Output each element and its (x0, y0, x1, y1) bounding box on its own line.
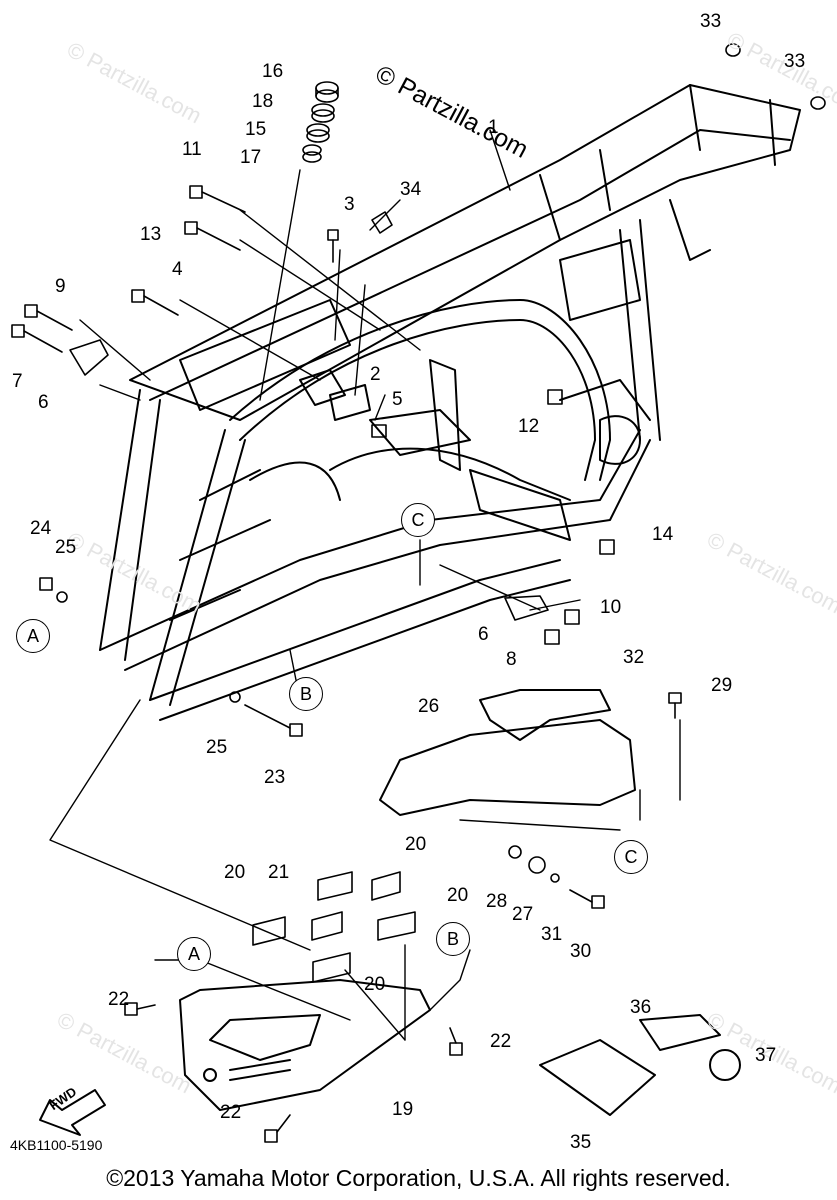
part-label-22[interactable]: 22 (108, 989, 130, 1010)
part-label-37[interactable]: 37 (755, 1045, 777, 1066)
part-label-21[interactable]: 21 (268, 862, 290, 883)
part-label-34[interactable]: 34 (400, 179, 422, 200)
part-label-27[interactable]: 27 (512, 904, 534, 925)
part-label-4[interactable]: 4 (172, 259, 183, 280)
part-label-25[interactable]: 25 (206, 737, 228, 758)
part-label-18[interactable]: 18 (252, 91, 274, 112)
part-label-25[interactable]: 25 (55, 537, 77, 558)
part-label-33[interactable]: 33 (784, 51, 806, 72)
part-label-30[interactable]: 30 (570, 941, 592, 962)
reference-marker-c: C (401, 503, 435, 537)
part-label-17[interactable]: 17 (240, 147, 262, 168)
part-label-20[interactable]: 20 (224, 862, 246, 883)
fasteners (11, 43, 826, 1143)
part-label-11[interactable]: 11 (182, 139, 202, 160)
reference-marker-a: A (16, 619, 50, 653)
part-label-35[interactable]: 35 (570, 1132, 592, 1153)
part-label-20[interactable]: 20 (447, 885, 469, 906)
tool-kit (539, 1014, 741, 1116)
copyright-notice: ©2013 Yamaha Motor Corporation, U.S.A. A… (106, 1165, 731, 1191)
part-label-14[interactable]: 14 (652, 524, 674, 545)
part-label-33[interactable]: 33 (700, 11, 722, 32)
part-label-1[interactable]: 1 (488, 117, 499, 138)
part-label-32[interactable]: 32 (623, 647, 645, 668)
reference-marker-a: A (177, 937, 211, 971)
part-label-24[interactable]: 24 (30, 518, 52, 539)
part-label-23[interactable]: 23 (264, 767, 286, 788)
part-label-22[interactable]: 22 (490, 1031, 512, 1052)
part-label-26[interactable]: 26 (418, 696, 440, 717)
part-label-31[interactable]: 31 (541, 924, 563, 945)
part-label-22[interactable]: 22 (220, 1102, 242, 1123)
part-label-13[interactable]: 13 (140, 224, 162, 245)
main-frame (99, 84, 801, 721)
reference-marker-b: B (289, 677, 323, 711)
damper-blocks (252, 871, 416, 983)
part-label-6[interactable]: 6 (38, 392, 49, 413)
part-label-15[interactable]: 15 (245, 119, 267, 140)
part-label-9[interactable]: 9 (55, 276, 66, 297)
fwd-arrow (39, 1089, 106, 1136)
part-label-7[interactable]: 7 (12, 371, 23, 392)
part-label-28[interactable]: 28 (486, 891, 508, 912)
part-label-10[interactable]: 10 (600, 597, 622, 618)
part-label-36[interactable]: 36 (630, 997, 652, 1018)
part-label-12[interactable]: 12 (518, 416, 540, 437)
reference-marker-b: B (436, 922, 470, 956)
skid-plate (179, 979, 431, 1111)
diagram-code: 4KB1100-5190 (10, 1137, 103, 1153)
part-label-20[interactable]: 20 (364, 974, 386, 995)
part-label-19[interactable]: 19 (392, 1099, 414, 1120)
part-label-20[interactable]: 20 (405, 834, 427, 855)
reference-marker-c: C (614, 840, 648, 874)
part-label-5[interactable]: 5 (392, 389, 403, 410)
part-label-6[interactable]: 6 (478, 624, 489, 645)
part-label-16[interactable]: 16 (262, 61, 284, 82)
part-label-3[interactable]: 3 (344, 194, 355, 215)
part-label-29[interactable]: 29 (711, 675, 733, 696)
part-label-2[interactable]: 2 (370, 364, 381, 385)
part-label-8[interactable]: 8 (506, 649, 517, 670)
heat-shield (379, 689, 636, 816)
